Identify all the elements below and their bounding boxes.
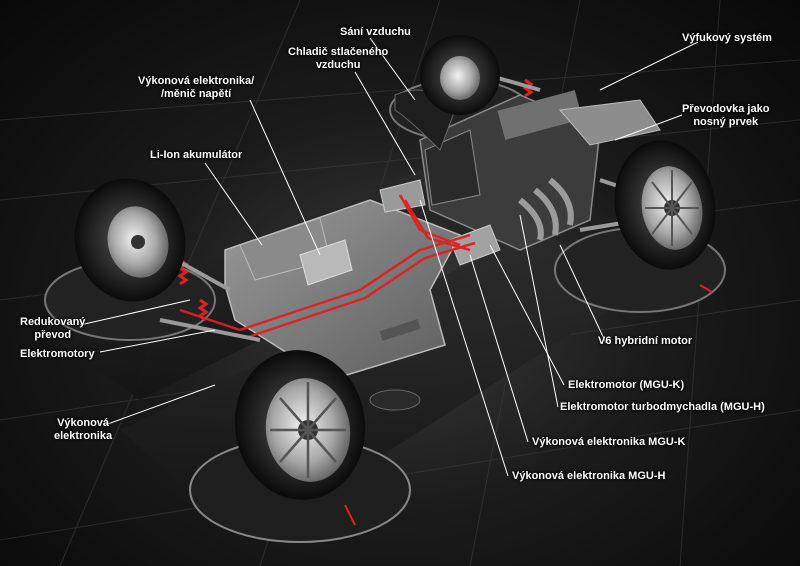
wheel-rear-right [420, 35, 500, 115]
power-electronics-box [299, 239, 353, 286]
label-reduction-gear: Redukovaný převod [20, 316, 85, 342]
label-power-electronics-line1: Výkonová elektronika/ [138, 75, 255, 87]
label-power-electronics-front-line2: elektronika [54, 430, 113, 442]
label-power-electronics: Výkonová elektronika [54, 417, 112, 443]
label-mgu-k-electronics: Výkonová elektronika MGU-K [532, 436, 686, 448]
label-reduction-line2: převod [34, 329, 72, 341]
label-air-intake: Sání vzduchu [340, 26, 411, 38]
label-li-ion-battery: Li-Ion akumulátor [150, 149, 243, 161]
label-exhaust-system: Výfukový systém [682, 32, 772, 44]
label-gearbox-structural: Převodovka jako nosný prvek [682, 103, 769, 129]
label-mgu-h: Elektromotor turbodmychadla (MGU-H) [560, 401, 765, 413]
label-intercooler-line2: vzduchu [315, 59, 361, 71]
label-power-electronics-line2: /měnič napětí [160, 88, 232, 100]
exhaust-system [518, 177, 574, 241]
callout-lines [79, 37, 699, 477]
label-mgu-h-electronics: Výkonová elektronika MGU-H [512, 470, 666, 482]
wheel-front-left [234, 350, 366, 500]
label-v6-hybrid-engine: V6 hybridní motor [598, 335, 693, 347]
label-power-electronics-front-line1: Výkonová [57, 417, 110, 429]
label-power-electronics-converter: Výkonová elektronika/ /měnič napětí [138, 75, 254, 101]
mgu-k-box [449, 224, 501, 266]
label-intercooler-line1: Chladič stlačeného [288, 46, 389, 58]
hv-cables [179, 194, 476, 340]
wheel-rear-left [74, 178, 186, 302]
label-intercooler: Chladič stlačeného vzduchu [288, 46, 388, 72]
label-reduction-line1: Redukovaný [20, 316, 86, 328]
label-gearbox-line2: nosný prvek [693, 116, 759, 128]
wheel-front-right [614, 140, 716, 270]
label-gearbox-line1: Převodovka jako [682, 103, 770, 115]
label-electric-motors: Elektromotory [20, 348, 95, 360]
label-mgu-k: Elektromotor (MGU-K) [568, 379, 685, 391]
